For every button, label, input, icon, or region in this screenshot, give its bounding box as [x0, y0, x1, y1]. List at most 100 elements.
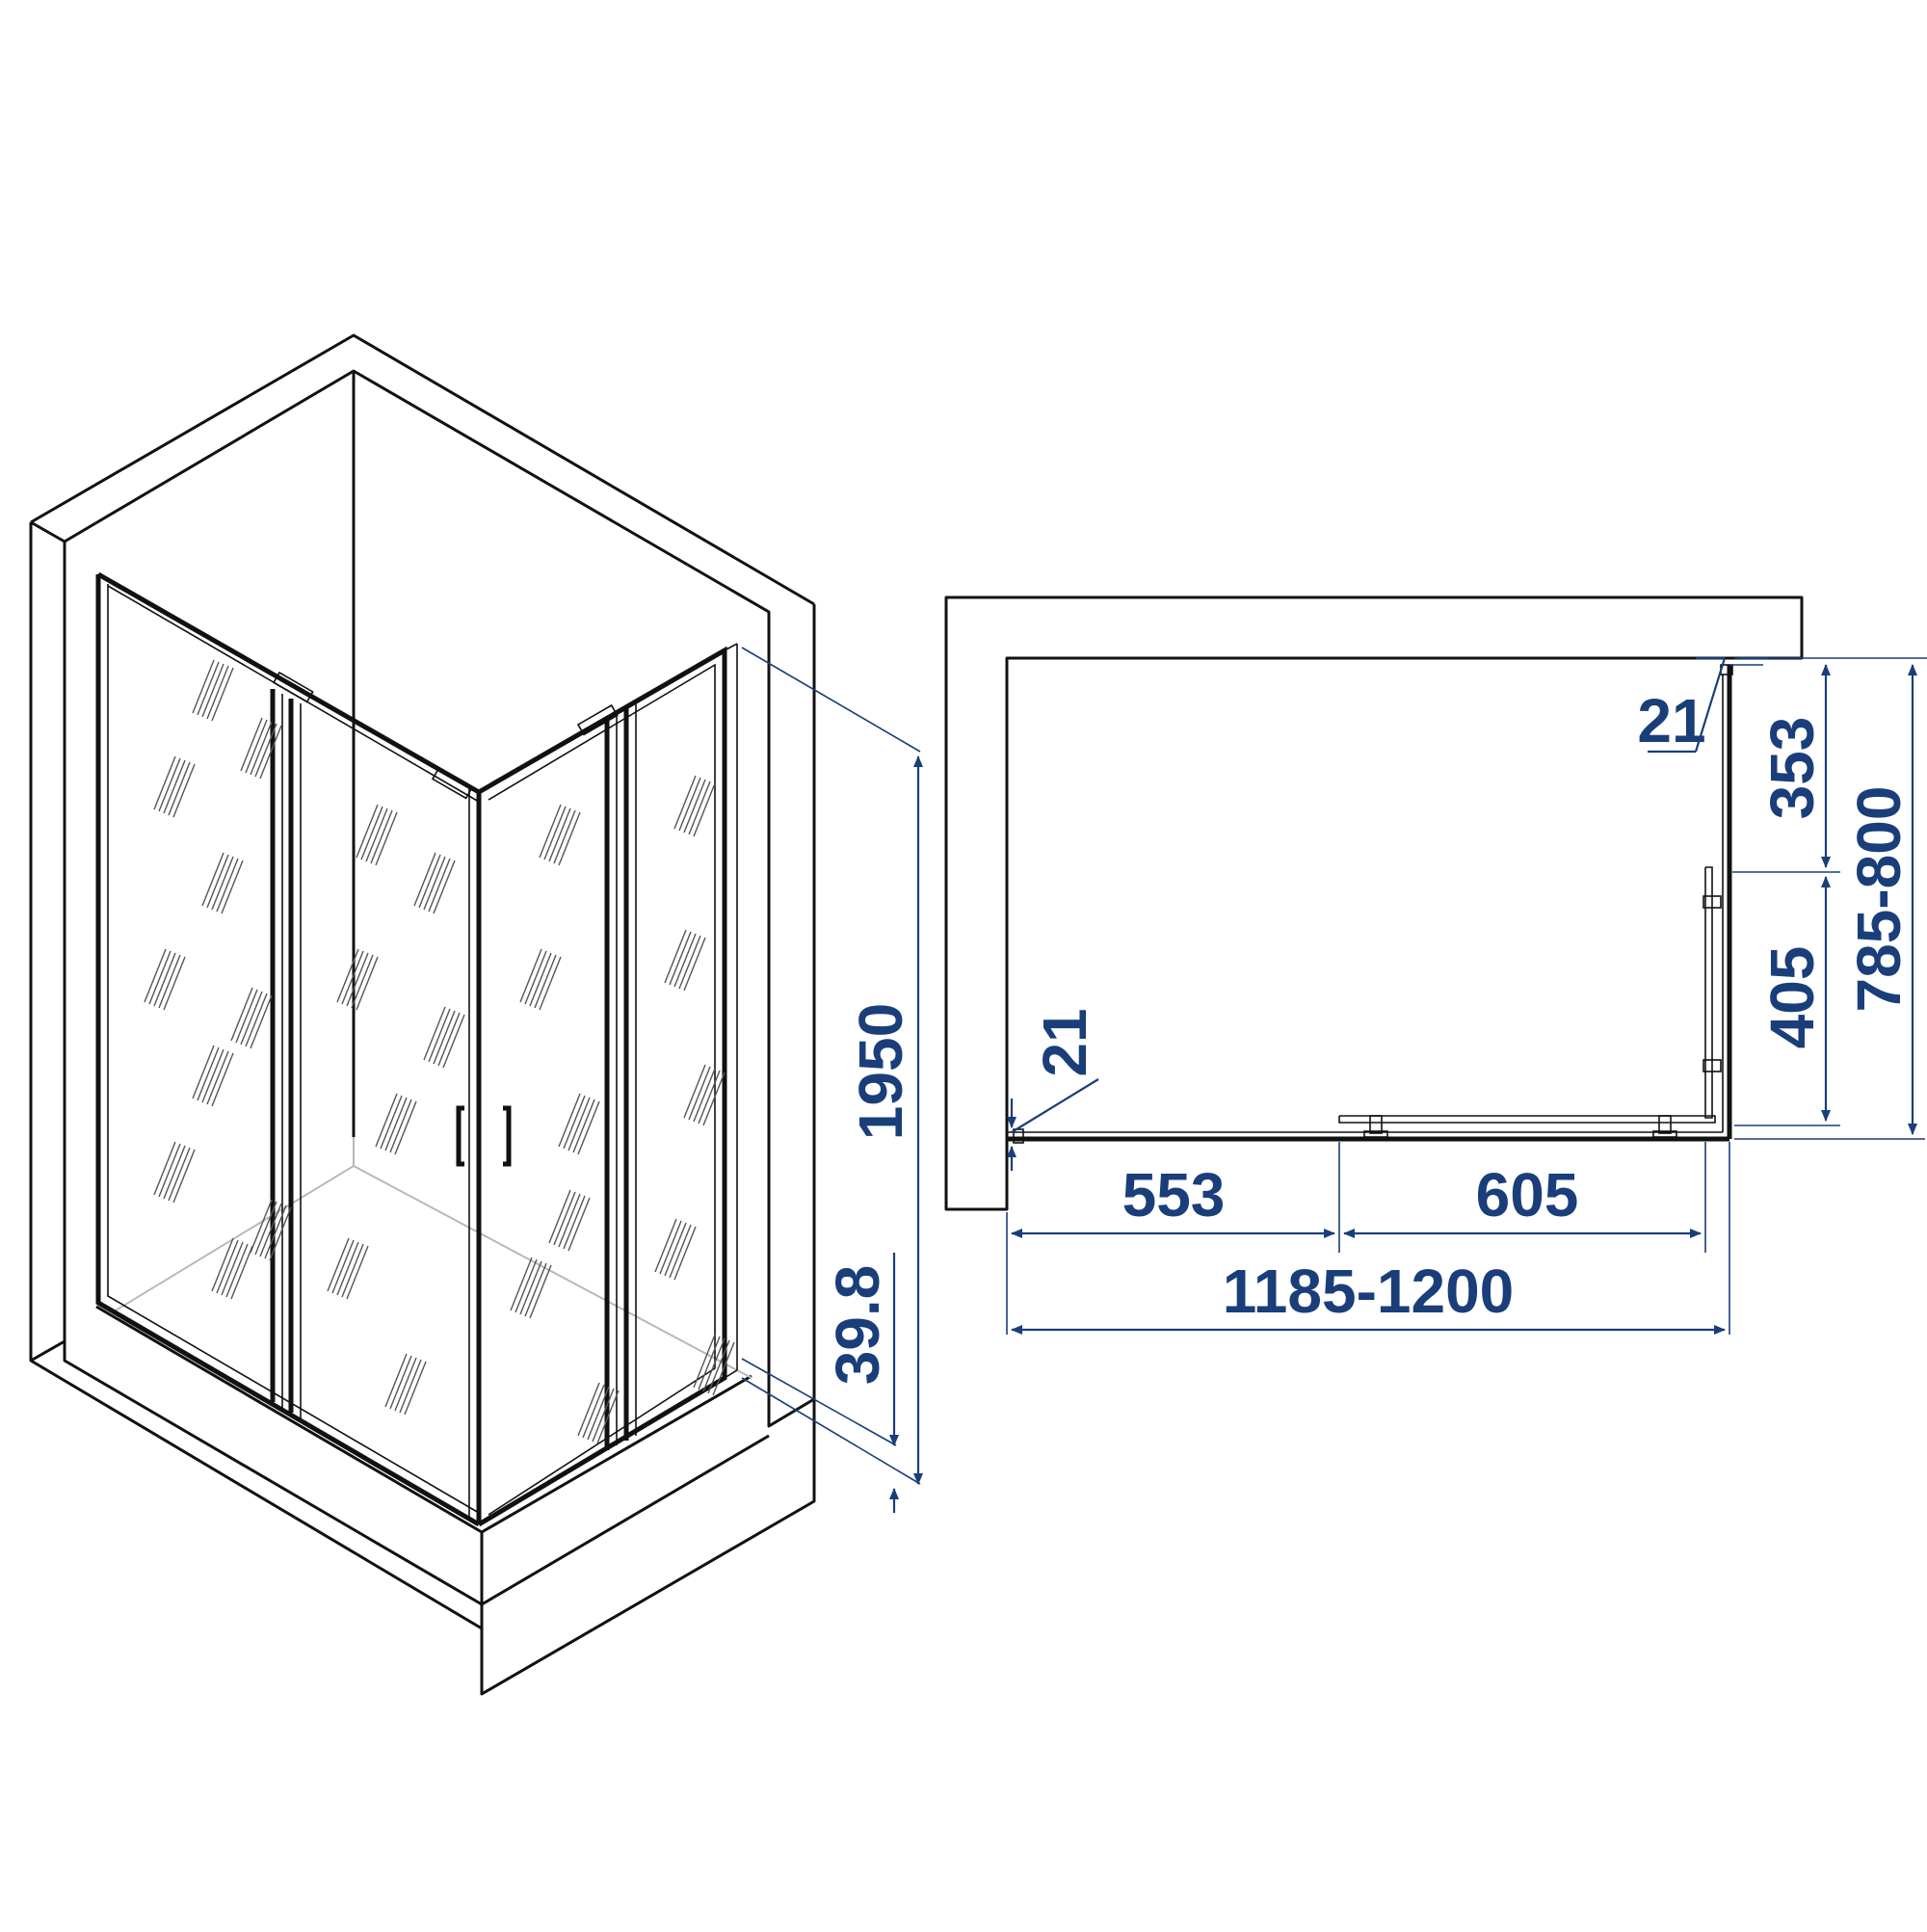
glass-hatch-line	[428, 1008, 451, 1063]
shower-tray	[63, 1137, 770, 1606]
glass-hatch-line	[380, 1095, 403, 1150]
glass-hatch-line	[423, 1006, 446, 1061]
glass-hatch-line	[250, 1199, 273, 1254]
glass-hatch-line	[384, 1097, 408, 1151]
glass-hatch-line	[702, 1337, 726, 1392]
glass-hatch-line	[331, 1239, 355, 1294]
glass-hatch-line	[577, 1100, 600, 1155]
glass-hatch-line	[153, 1141, 176, 1196]
glass-hatch-line	[654, 1218, 677, 1273]
glass-hatch-line	[259, 1203, 282, 1257]
glass-hatch-line	[683, 1064, 706, 1119]
glass-hatch-line	[163, 1145, 186, 1200]
glass-hatch-line	[673, 1226, 697, 1281]
glass-hatch-line	[225, 1243, 249, 1298]
glass-hatch-line	[673, 933, 697, 988]
glass-hatch-line	[563, 1195, 586, 1250]
glass-hatch-line	[250, 721, 273, 776]
glass-hatching	[144, 659, 735, 1444]
glass-hatch-line	[356, 956, 379, 1011]
side-upper-label: 353	[1757, 717, 1827, 820]
glass-hatch-line	[172, 763, 196, 818]
glass-hatch-line	[336, 948, 359, 1003]
glass-hatch-line	[678, 777, 701, 832]
glass-hatch-line	[394, 1357, 417, 1412]
glass-hatch-line	[158, 954, 181, 1009]
glass-hatch-line	[543, 806, 567, 860]
glass-hatch-line	[693, 1068, 716, 1123]
glass-hatch-line	[577, 1382, 600, 1437]
glass-hatch-line	[534, 954, 557, 1009]
glass-hatch-line	[519, 948, 542, 1003]
glass-hatch-line	[351, 954, 374, 1009]
glass-hatch-line	[413, 852, 436, 907]
tray-height-dimension-label: 39.8	[823, 1265, 892, 1386]
glass-hatch-line	[664, 929, 687, 984]
glass-hatch-line	[688, 781, 711, 835]
glass-hatch-line	[211, 667, 234, 722]
glass-hatch-line	[375, 811, 398, 866]
glass-hatch-line	[707, 1339, 730, 1394]
glass-hatch-line	[669, 931, 692, 986]
glass-hatch-line	[683, 779, 706, 834]
glass-hatch-line	[515, 1258, 538, 1313]
glass-hatch-line	[553, 1191, 576, 1246]
glass-hatch-line	[158, 1143, 181, 1198]
glass-hatch-line	[437, 1012, 461, 1067]
glass-hatch-line	[264, 1204, 287, 1259]
glass-hatch-line	[211, 1052, 234, 1107]
glass-hatch-line	[442, 1014, 465, 1069]
glass-hatch-line	[669, 1224, 692, 1279]
glass-hatch-line	[568, 1097, 591, 1151]
glass-hatch-line	[592, 1388, 615, 1442]
glass-hatch-line	[558, 811, 581, 866]
glass-hatch-line	[678, 935, 701, 990]
glass-hatch-line	[524, 950, 547, 1005]
glass-hatch-line	[539, 956, 562, 1011]
glass-hatch-line	[254, 723, 277, 778]
glass-hatch-line	[693, 1334, 716, 1389]
glass-hatch-line	[519, 1260, 542, 1315]
glass-hatch-line	[587, 1386, 610, 1441]
plan-dimensions: 21 353 405 785-800 21 553 605 1185-1200	[1006, 656, 1927, 1335]
glass-hatch-line	[197, 1046, 220, 1101]
glass-hatch-line	[163, 759, 186, 814]
side-lower-label: 405	[1757, 946, 1827, 1049]
glass-hatch-line	[572, 1098, 595, 1153]
glass-hatch-line	[558, 1193, 581, 1248]
glass-hatch-line	[683, 937, 706, 992]
plan-enclosure	[1007, 664, 1733, 1144]
glass-hatch-line	[201, 1048, 224, 1103]
glass-hatch-line	[712, 1341, 735, 1396]
glass-hatch-line	[341, 1243, 364, 1298]
glass-hatch-line	[596, 1389, 620, 1444]
glass-hatch-line	[563, 1095, 586, 1150]
glass-hatch-line	[201, 663, 224, 718]
glass-hatch-line	[433, 860, 456, 914]
glass-hatch-line	[245, 992, 268, 1047]
isometric-view	[29, 333, 816, 1696]
front-right-label: 605	[1476, 1160, 1579, 1230]
glass-hatch-line	[428, 858, 451, 913]
glass-hatch-line	[269, 1206, 292, 1261]
glass-hatch-line	[206, 854, 229, 909]
glass-hatch-line	[172, 1149, 196, 1204]
top-gap-label: 21	[1637, 686, 1705, 755]
glass-hatch-line	[230, 987, 253, 1042]
glass-hatch-line	[168, 761, 191, 816]
glass-hatch-line	[698, 1070, 721, 1125]
glass-hatch-line	[240, 717, 263, 772]
glass-hatch-line	[230, 1245, 253, 1300]
glass-hatch-line	[336, 1241, 359, 1296]
glass-hatch-line	[548, 807, 571, 862]
plan-view	[944, 595, 1804, 1211]
glass-hatch-line	[423, 856, 446, 911]
wall-outline	[29, 333, 816, 1696]
glass-hatch-line	[510, 1257, 533, 1311]
glass-hatch-line	[404, 1361, 427, 1416]
glass-hatch-line	[346, 952, 369, 1007]
glass-hatch-line	[327, 1237, 350, 1292]
glass-hatch-line	[394, 1100, 417, 1155]
